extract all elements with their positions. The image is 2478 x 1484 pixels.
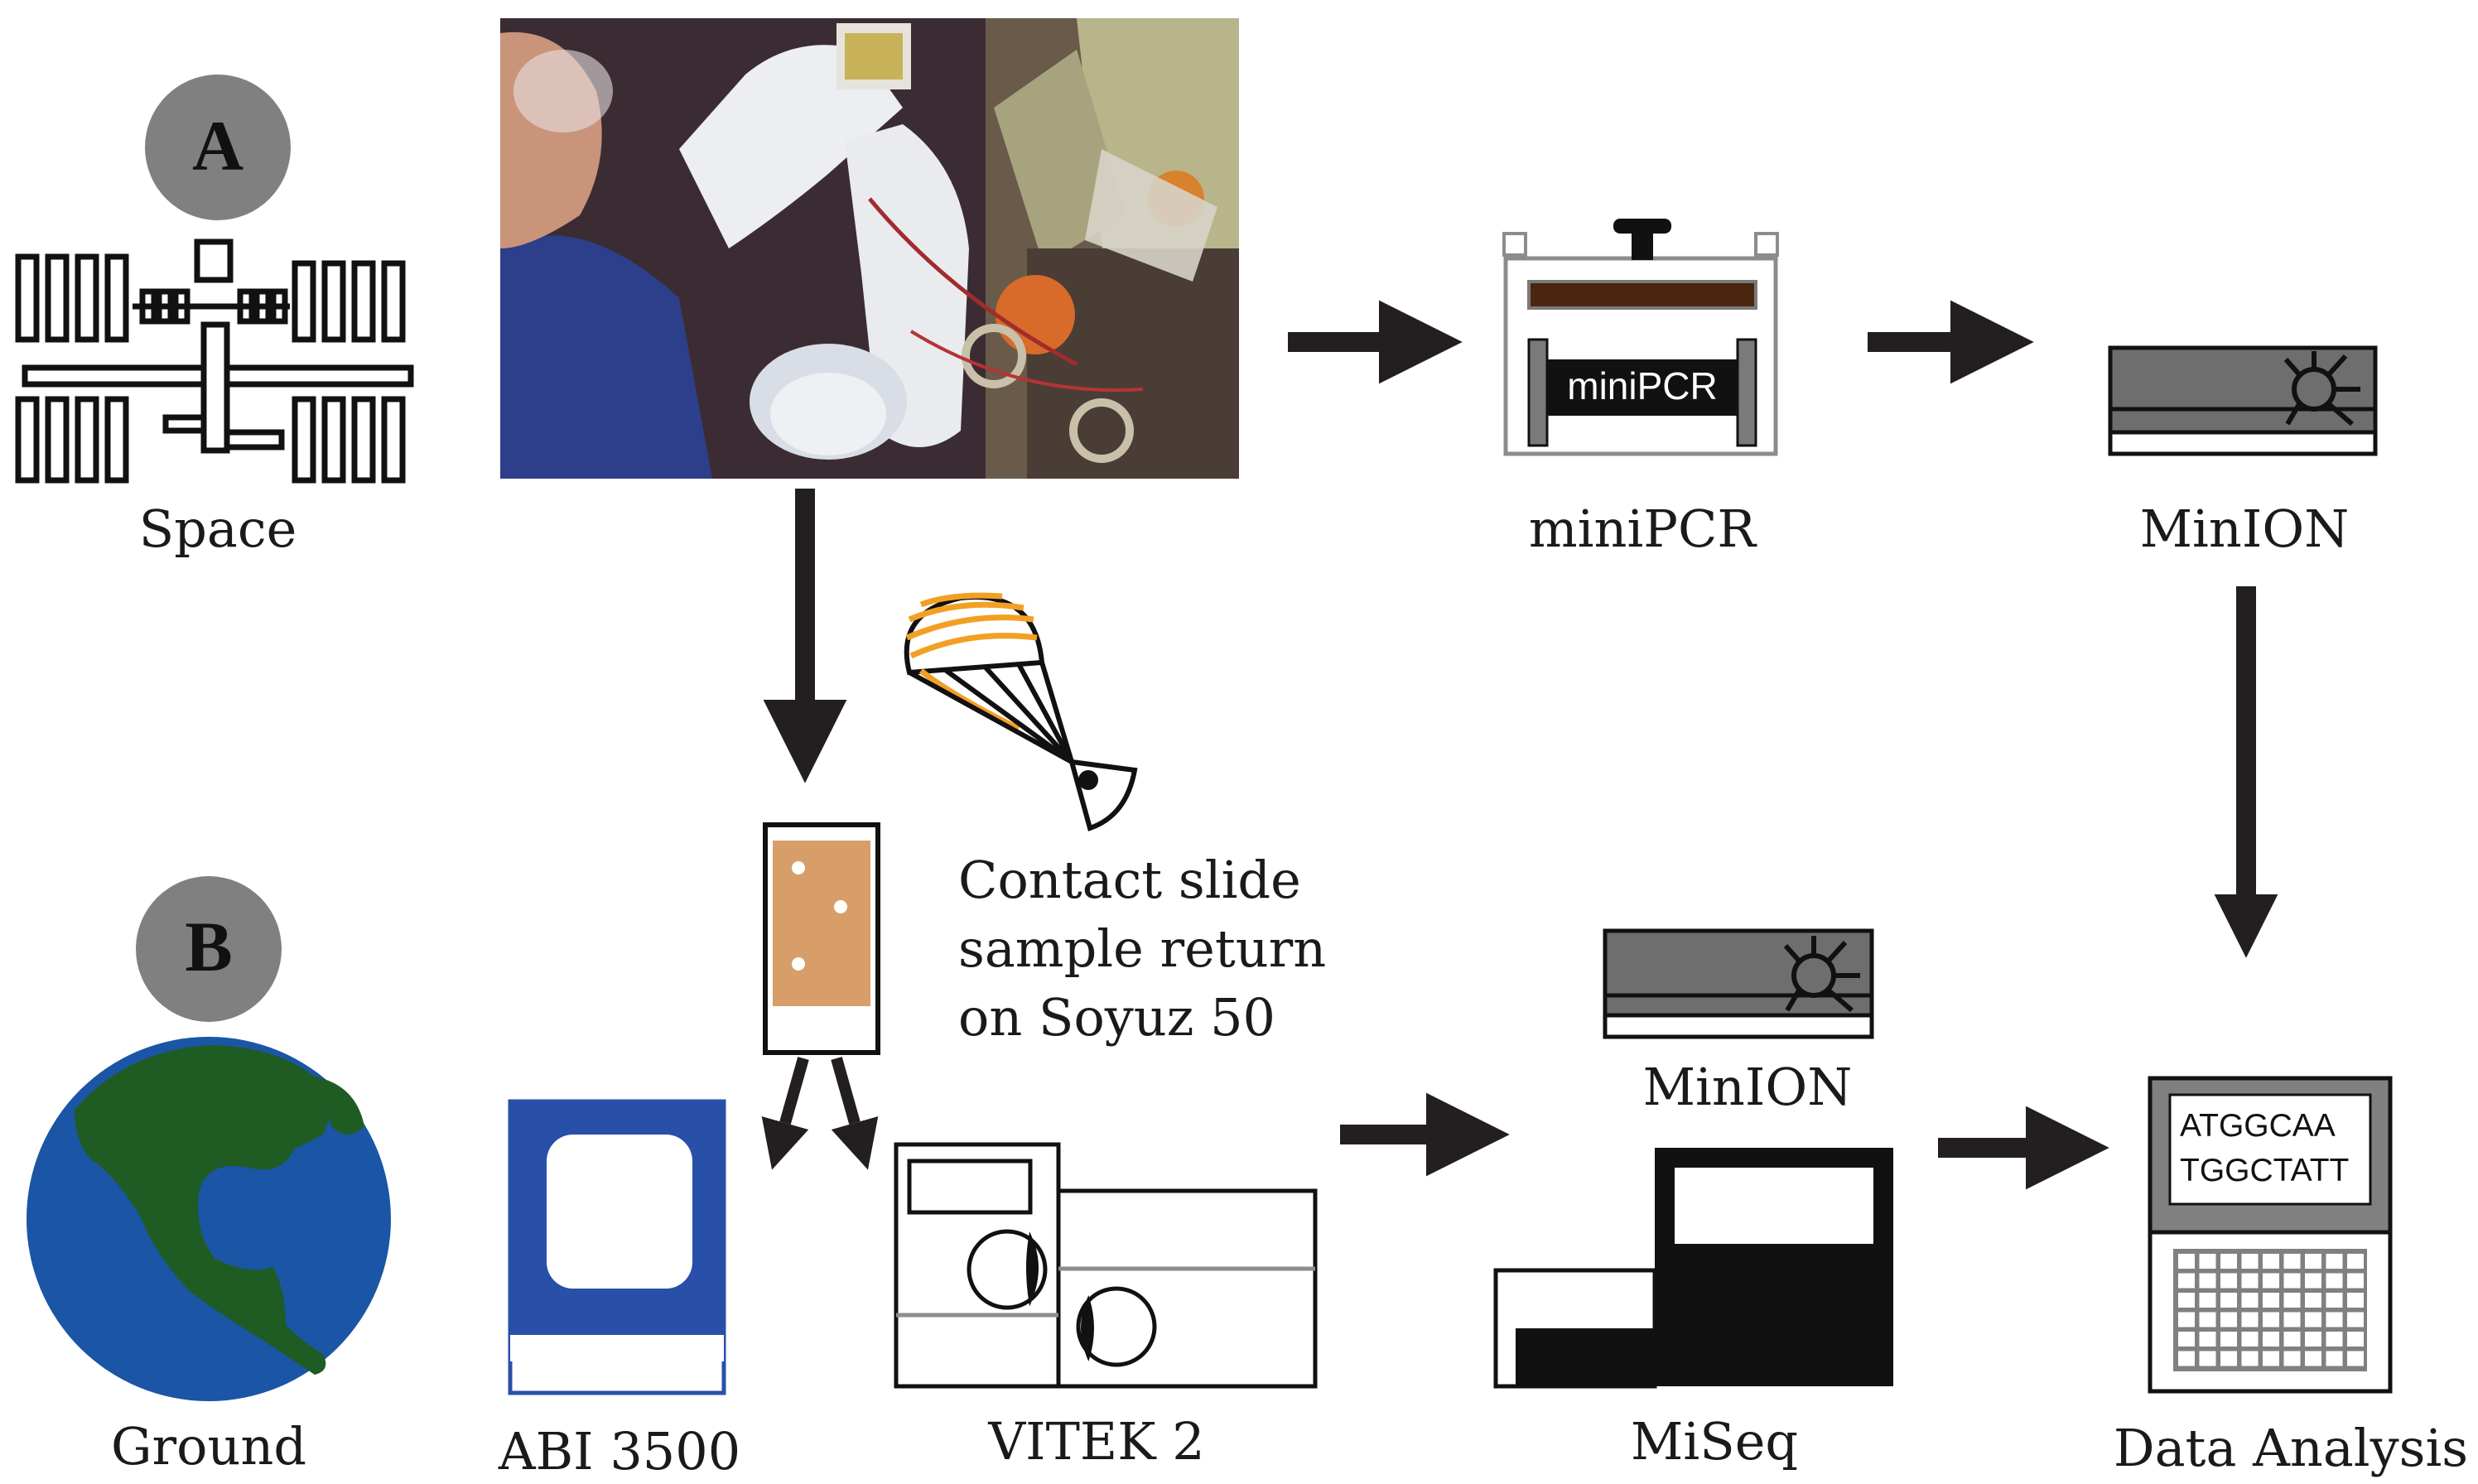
keyboard-key (2305, 1273, 2321, 1289)
minipcr-device: miniPCR (1502, 219, 1779, 456)
keyboard-key (2347, 1254, 2364, 1269)
keyboard-key (2241, 1254, 2259, 1269)
keyboard-key (2326, 1312, 2343, 1327)
keyboard-key (2241, 1332, 2259, 1347)
contact-slide (763, 822, 880, 1055)
flow-cell-icon (1783, 936, 1860, 1013)
keyboard-key (2263, 1293, 2279, 1308)
keyboard-key (2178, 1254, 2195, 1269)
data-analysis-label: Data Analysis (2114, 1418, 2468, 1478)
keyboard-key (2305, 1254, 2321, 1269)
keyboard-key (2220, 1332, 2237, 1347)
keyboard-key (2347, 1351, 2364, 1366)
keyboard-key (2220, 1351, 2237, 1366)
keyboard-key (2283, 1273, 2301, 1289)
keyboard-key (2283, 1332, 2301, 1347)
badge-ground: B (136, 876, 282, 1022)
flow-cell-icon (2283, 351, 2360, 426)
keyboard-key (2199, 1332, 2216, 1347)
keyboard-key (2178, 1293, 2195, 1308)
keyboard-grid (2178, 1254, 2364, 1366)
keyboard-key (2305, 1293, 2321, 1308)
badge-space: A (145, 75, 291, 220)
keyboard-key (2263, 1312, 2279, 1327)
keyboard-key (2199, 1351, 2216, 1366)
keyboard-key (2263, 1351, 2279, 1366)
keyboard-key (2220, 1254, 2237, 1269)
keyboard-key (2220, 1293, 2237, 1308)
keyboard-key (2263, 1332, 2279, 1347)
miseq-device (1493, 1148, 1893, 1389)
astronaut-glovebox-photo (500, 18, 1239, 479)
keyboard-key (2199, 1254, 2216, 1269)
minipcr-label: miniPCR (1529, 499, 1758, 559)
keyboard-key (2263, 1254, 2279, 1269)
miseq-label: MiSeq (1631, 1411, 1798, 1472)
keyboard-key (2305, 1312, 2321, 1327)
keyboard-key (2347, 1293, 2364, 1308)
minion-bottom-label: MinION (1643, 1057, 1853, 1117)
keyboard-key (2326, 1351, 2343, 1366)
keyboard-key (2326, 1273, 2343, 1289)
space-station-icon (15, 238, 414, 484)
keyboard-key (2241, 1351, 2259, 1366)
keyboard-key (2199, 1293, 2216, 1308)
keyboard-key (2220, 1312, 2237, 1327)
parachute-capsule-icon (904, 592, 1138, 831)
keyboard-key (2241, 1312, 2259, 1327)
minion-top-label: MinION (2140, 499, 2350, 559)
keyboard-key (2199, 1273, 2216, 1289)
keyboard-key (2305, 1351, 2321, 1366)
keyboard-key (2241, 1273, 2259, 1289)
keyboard-key (2283, 1254, 2301, 1269)
sequence-text: ATGGCAA TGGCTATT (2180, 1108, 2349, 1188)
keyboard-key (2178, 1351, 2195, 1366)
keyboard-key (2263, 1273, 2279, 1289)
computer-icon (2148, 1076, 2393, 1394)
keyboard-key (2347, 1312, 2364, 1327)
minipcr-device-text: miniPCR (1567, 364, 1717, 407)
svg-text:B: B (185, 907, 232, 986)
vitek-2-device (894, 1142, 1318, 1389)
keyboard-key (2220, 1273, 2237, 1289)
arrow-slide-to-vitek (831, 1057, 879, 1170)
keyboard-key (2347, 1332, 2364, 1347)
keyboard-key (2326, 1293, 2343, 1308)
vitek-label: VITEK 2 (987, 1411, 1204, 1472)
ground-label: Ground (111, 1416, 306, 1477)
keyboard-key (2283, 1293, 2301, 1308)
minion-device-bottom (1603, 928, 1874, 1039)
arrow-slide-to-abi (761, 1057, 809, 1170)
keyboard-key (2241, 1293, 2259, 1308)
keyboard-key (2178, 1312, 2195, 1327)
minion-device-top (2108, 345, 2378, 456)
keyboard-key (2283, 1351, 2301, 1366)
keyboard-key (2178, 1332, 2195, 1347)
keyboard-key (2326, 1254, 2343, 1269)
abi-label: ABI 3500 (498, 1421, 740, 1482)
keyboard-key (2347, 1273, 2364, 1289)
space-label: Space (139, 499, 297, 559)
earth-globe-icon (27, 1037, 391, 1401)
sample-return-text: Contact slide sample return on Soyuz 50 (958, 850, 1343, 1048)
keyboard-key (2178, 1273, 2195, 1289)
keyboard-key (2305, 1332, 2321, 1347)
keyboard-key (2199, 1312, 2216, 1327)
keyboard-key (2326, 1332, 2343, 1347)
abi-3500-device (508, 1099, 726, 1395)
keyboard-key (2283, 1312, 2301, 1327)
svg-text:A: A (192, 106, 243, 186)
